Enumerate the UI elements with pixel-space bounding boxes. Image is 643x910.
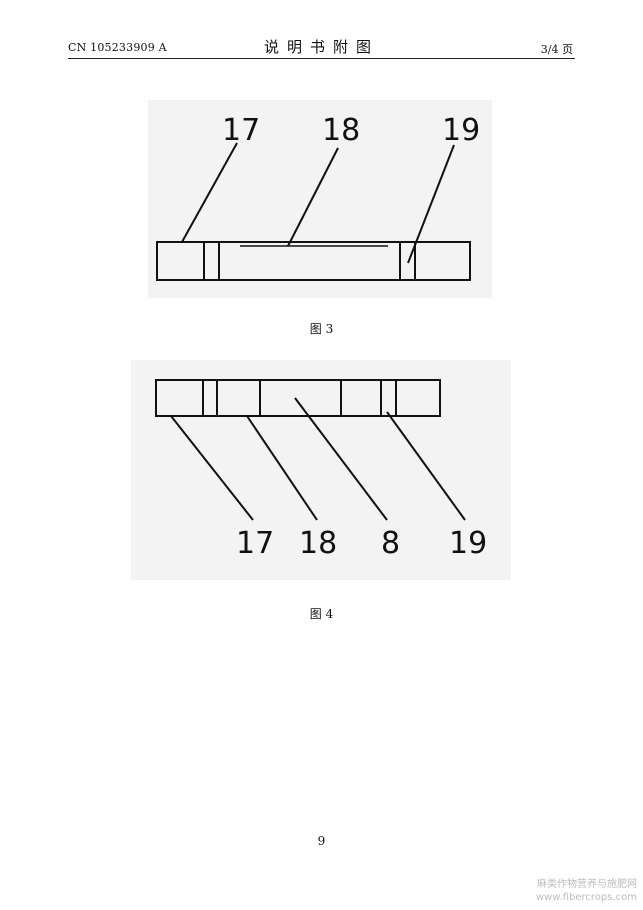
fig4-leader-19 [386,411,466,521]
fig4-label-18: 18 [299,526,337,561]
header-divider [68,58,575,59]
fig3-label-19: 19 [442,113,480,148]
fig4-label-19: 19 [449,526,487,561]
page-title: 说明书附图 [263,38,379,56]
fig3-label-18: 18 [322,113,360,148]
fig3-part-body [156,241,471,281]
fig4-label-8: 8 [381,526,400,561]
watermark-line-2: www.fibercrops.com [535,892,637,903]
figure-4-drawing: 17 18 8 19 [131,360,511,580]
page-number: 9 [317,834,326,848]
fig4-part-body [155,379,441,417]
watermark: 麻类作物营养与施肥网 www.fibercrops.com [536,878,637,904]
patent-number: CN 105233909 A [68,41,167,54]
figure-3-drawing: 17 18 19 [148,100,492,298]
fig4-label-17: 17 [236,526,274,561]
fig4-leader-17 [170,415,254,521]
figure-4-caption: 图 4 [309,607,334,621]
fig3-leader-17 [181,142,238,243]
fig3-label-17: 17 [222,113,260,148]
fig3-leader-18 [287,147,339,247]
fig4-leader-8 [294,397,388,521]
fig4-leader-18 [246,415,318,521]
figure-3-svg: 17 18 19 [156,113,480,281]
fig3-leader-19 [407,144,455,264]
watermark-line-1: 麻类作物营养与施肥网 [537,879,637,890]
figure-3-caption: 图 3 [309,322,334,336]
page-of-indicator: 3/4 页 [540,43,573,56]
figure-4-svg: 17 18 8 19 [155,379,487,561]
